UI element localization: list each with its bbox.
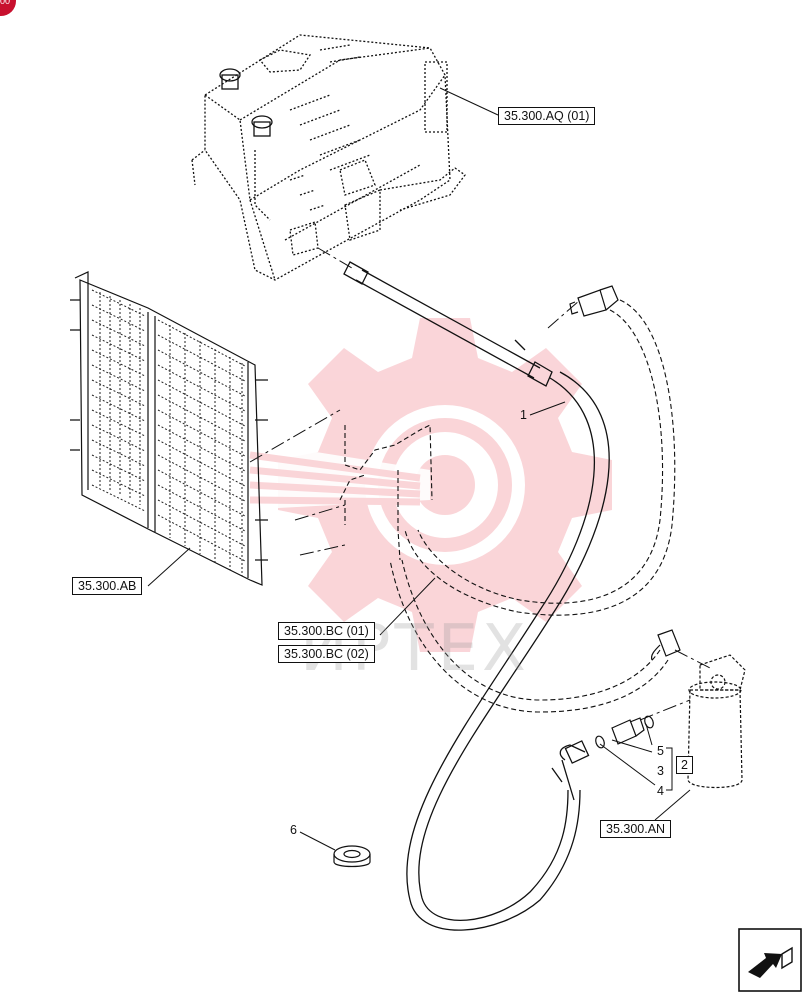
return-filter — [650, 629, 746, 789]
tank-caps — [219, 68, 273, 137]
elbow-fitting-top — [569, 285, 619, 317]
ref-link-filter[interactable]: 35.300.AN — [600, 820, 672, 838]
oil-cooler — [70, 271, 268, 586]
small-parts — [595, 715, 654, 749]
arrow-icon[interactable] — [738, 928, 802, 992]
callout-hose: 1 — [520, 408, 527, 422]
cooler-fins — [91, 289, 246, 576]
center-lines — [249, 247, 711, 721]
callout-washer: 4 — [657, 784, 664, 798]
callout-fitting: 3 — [657, 764, 664, 778]
return-lines-phantom — [339, 299, 676, 713]
ref-link-tank[interactable]: 35.300.AQ (01) — [498, 107, 596, 125]
rigid-tube — [343, 261, 553, 387]
gear-logo-icon — [240, 318, 612, 652]
ref-link-lines-1[interactable]: 35.300.BC (01) — [278, 622, 375, 640]
leader-lines — [147, 87, 691, 851]
ref-link-lines-2[interactable]: 35.300.BC (02) — [278, 645, 375, 663]
callout-spacer: 6 — [290, 823, 297, 837]
callout-o-ring: 5 — [657, 744, 664, 758]
ref-link-cooler[interactable]: 35.300.AB — [72, 577, 143, 595]
hose-1 — [406, 371, 610, 931]
callout-kit: 2 — [676, 756, 693, 774]
spacer-ring — [333, 845, 371, 868]
hydraulic-tank — [191, 34, 466, 281]
